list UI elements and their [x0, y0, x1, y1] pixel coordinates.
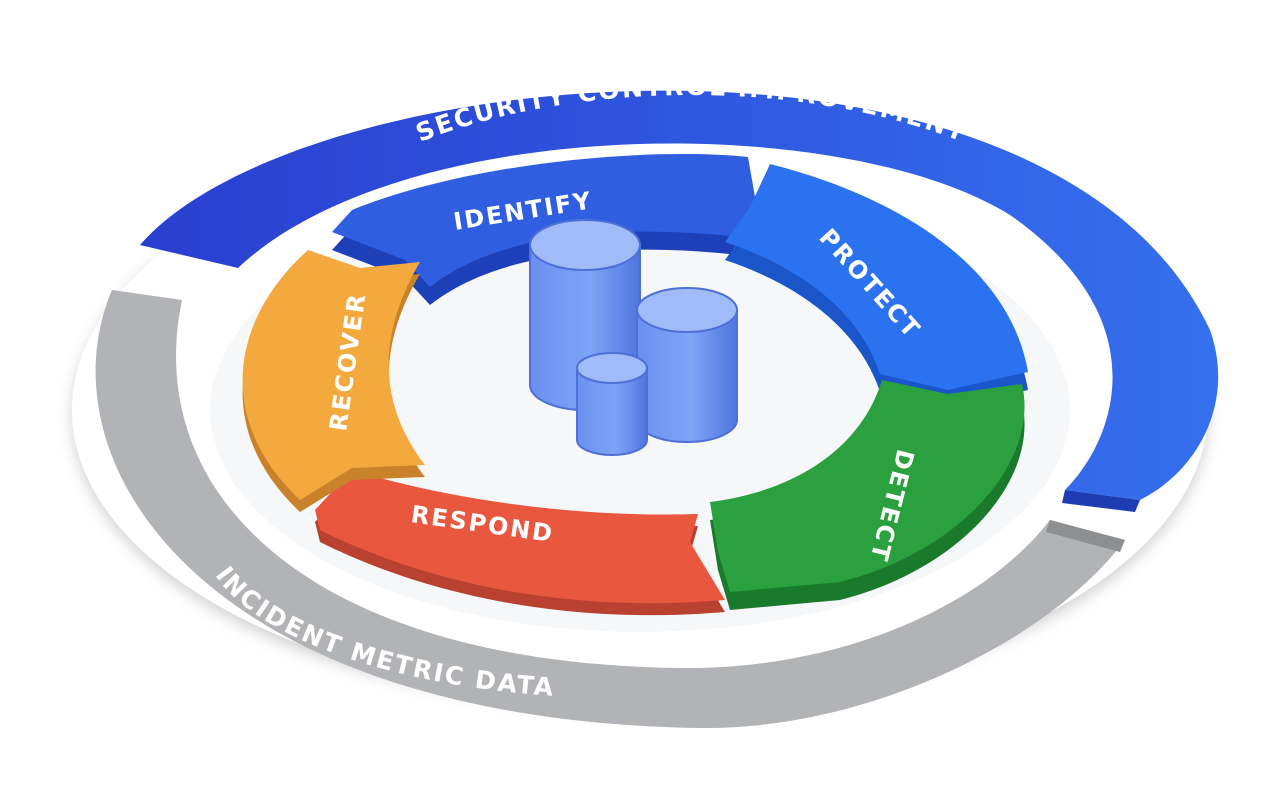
segment-protect: PROTECT: [725, 164, 1028, 408]
database-cylinders-icon: [529, 219, 738, 456]
cylinder-small: [576, 352, 648, 456]
cylinder-medium: [636, 287, 738, 443]
top-ring-edge: [1062, 490, 1140, 512]
segment-recover: RECOVER: [242, 250, 425, 512]
segment-respond: RESPOND: [315, 470, 725, 616]
top-ring-arc: [140, 90, 1219, 500]
bottom-ring-edge: [1046, 520, 1125, 552]
segment-detect: DETECT: [710, 380, 1025, 610]
bottom-ring-arc: [95, 290, 1125, 729]
